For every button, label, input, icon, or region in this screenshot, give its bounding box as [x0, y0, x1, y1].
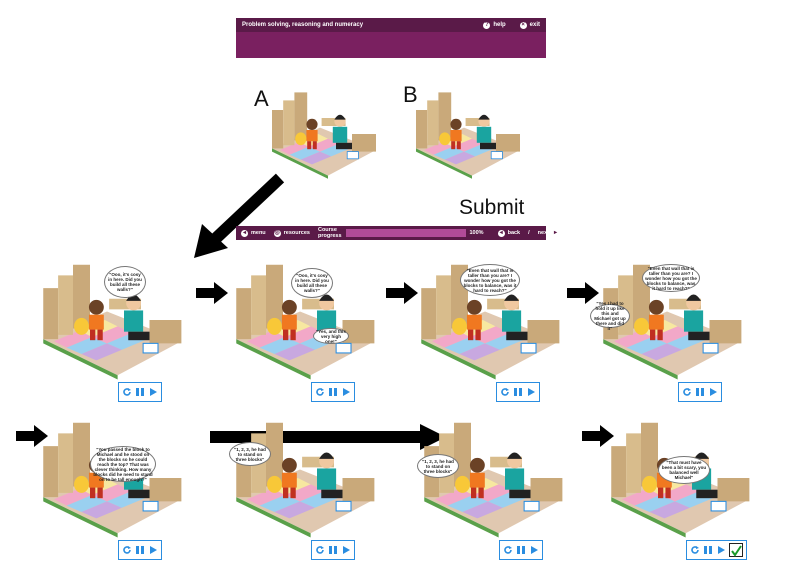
row2-arrow-1 [16, 425, 48, 447]
pause-icon[interactable] [695, 387, 705, 397]
app-header: Problem solving, reasoning and numeracy … [236, 18, 546, 58]
progress-fill [345, 229, 466, 237]
reply-bubble: "Yes I had to hold it up like this and M… [590, 301, 630, 331]
pause-icon[interactable] [703, 545, 713, 555]
playback-controls [311, 382, 355, 402]
back-button[interactable]: ◂back [497, 229, 521, 237]
play-icon[interactable] [148, 545, 158, 555]
next-icon: ▸ [551, 229, 559, 237]
playback-controls [118, 382, 162, 402]
speech-bubble: "That must have been a bit scary, you ba… [658, 456, 710, 484]
row1-arrow-2 [386, 282, 418, 304]
option-a-scene[interactable] [254, 86, 386, 182]
row2-long-arrow [210, 424, 446, 450]
replay-icon[interactable] [682, 387, 692, 397]
storyboard-panel-3: "Even that wall that is taller than you … [400, 256, 570, 402]
storyboard-panel-7: "1, 2, 3, he had to stand on three block… [403, 414, 573, 560]
speech-bubble: "1, 2, 3, he had to stand on three block… [417, 454, 459, 478]
progress-value: 100% [469, 230, 484, 236]
speech-bubble: "Ooo, it's cosy in here. Did you build a… [291, 268, 333, 298]
submit-label: Submit [459, 196, 525, 219]
help-button[interactable]: ?help [483, 21, 506, 29]
playback-controls [496, 382, 540, 402]
pause-icon[interactable] [135, 387, 145, 397]
resources-icon: ◎ [273, 229, 281, 237]
replay-icon[interactable] [315, 545, 325, 555]
next-button[interactable]: next▸ [537, 229, 559, 237]
replay-icon[interactable] [122, 545, 132, 555]
replay-icon[interactable] [315, 387, 325, 397]
playback-controls [678, 382, 722, 402]
pause-icon[interactable] [135, 545, 145, 555]
pause-icon[interactable] [328, 545, 338, 555]
nav-bar: ◂menu ◎resources Course progress 100% ◂b… [236, 226, 559, 240]
play-icon[interactable] [341, 545, 351, 555]
replay-icon[interactable] [503, 545, 513, 555]
row1-arrow-1 [196, 282, 228, 304]
speech-bubble: "Even that wall that is taller than you … [642, 264, 700, 292]
menu-button[interactable]: ◂menu [241, 229, 266, 237]
storyboard-panel-5: "You passed the block to Michael and he … [22, 414, 192, 560]
option-b-label: B [403, 82, 418, 107]
playback-controls [311, 540, 355, 560]
reply-bubble: "Yes, and this very high one!" [313, 328, 349, 344]
row2-arrow-3 [582, 425, 614, 447]
play-icon[interactable] [341, 387, 351, 397]
speech-bubble: "You passed the block to Michael and he … [90, 446, 156, 482]
option-a-label: A [254, 86, 269, 111]
progress-label: Course progress [317, 227, 342, 239]
play-icon[interactable] [708, 387, 718, 397]
exit-button[interactable]: ×exit [519, 21, 540, 29]
course-title: Problem solving, reasoning and numeracy [242, 22, 364, 28]
storyboard-panel-6: "1, 2, 3, he had to stand on three block… [215, 414, 385, 560]
pause-icon[interactable] [513, 387, 523, 397]
course-progress-bar [345, 229, 466, 237]
option-b-scene[interactable] [398, 86, 530, 182]
speech-bubble: "1, 2, 3, he had to stand on three block… [229, 442, 271, 466]
speech-bubble: "Ooo, it's cosy in here. Did you build a… [104, 266, 146, 298]
play-icon[interactable] [529, 545, 539, 555]
help-icon: ? [483, 21, 491, 29]
pause-icon[interactable] [328, 387, 338, 397]
exit-icon: × [519, 21, 527, 29]
storyboard-panel-4: "Even that wall that is taller than you … [582, 256, 752, 402]
play-icon[interactable] [716, 545, 726, 555]
speech-bubble: "Even that wall that is taller than you … [460, 264, 520, 296]
play-icon[interactable] [148, 387, 158, 397]
storyboard-panel-2: "Ooo, it's cosy in here. Did you build a… [215, 256, 385, 402]
pause-icon[interactable] [516, 545, 526, 555]
replay-icon[interactable] [690, 545, 700, 555]
playback-controls [686, 540, 747, 560]
diagonal-arrow [194, 173, 285, 258]
menu-icon: ◂ [241, 229, 248, 237]
play-icon[interactable] [526, 387, 536, 397]
row1-arrow-3 [567, 282, 599, 304]
checkmark-icon [729, 543, 743, 557]
nav-separator: / [528, 230, 530, 236]
replay-icon[interactable] [122, 387, 132, 397]
resources-button[interactable]: ◎resources [273, 229, 310, 237]
playback-controls [499, 540, 543, 560]
storyboard-panel-1: "Ooo, it's cosy in here. Did you build a… [22, 256, 192, 402]
back-icon: ◂ [497, 229, 505, 237]
storyboard-panel-8: "That must have been a bit scary, you ba… [590, 414, 760, 560]
playback-controls [118, 540, 162, 560]
replay-icon[interactable] [500, 387, 510, 397]
